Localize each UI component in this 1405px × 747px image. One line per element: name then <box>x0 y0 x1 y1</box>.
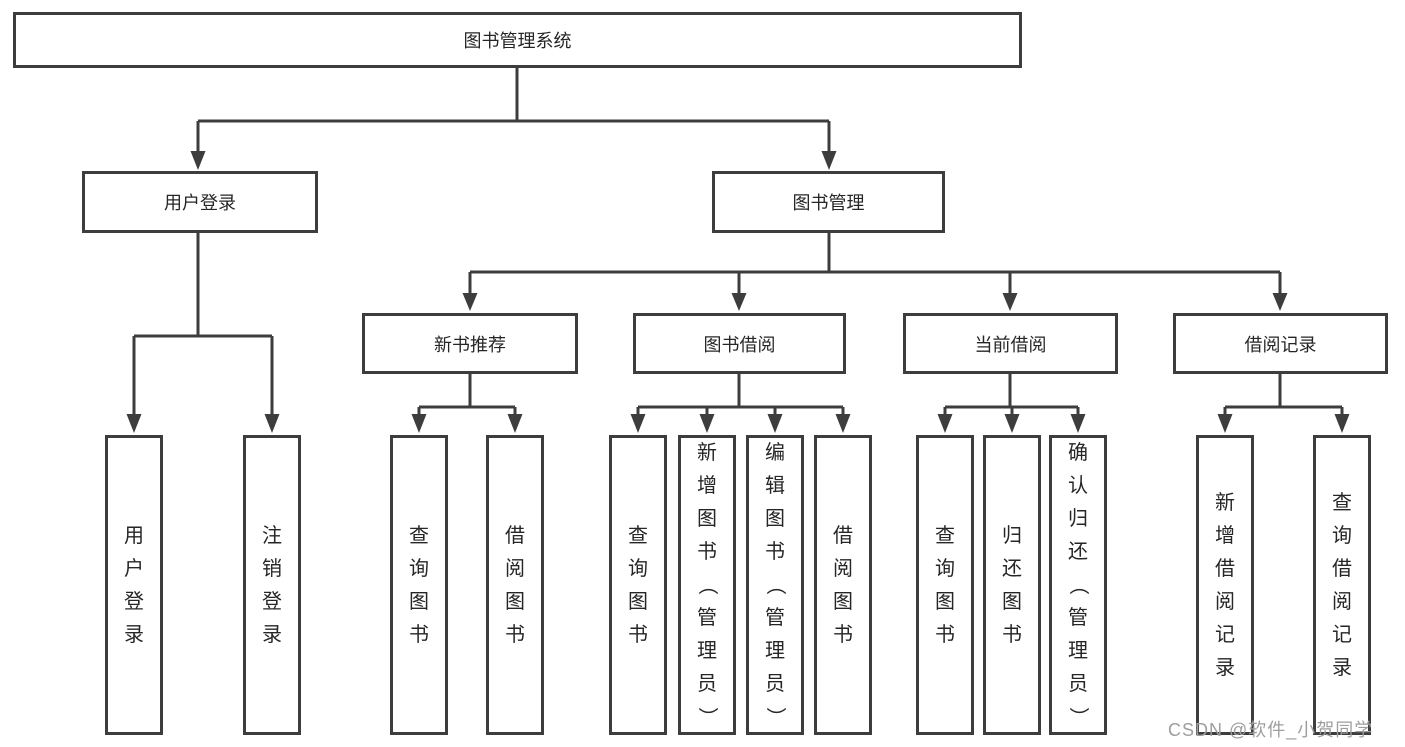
connector-user-login-to-leaves <box>132 233 274 415</box>
node-leaf-confirm-return-admin: 确认归还（管理员） <box>1049 435 1107 735</box>
connector-current-borrow-to-leaves <box>943 374 1080 415</box>
arrowhead <box>767 414 783 433</box>
arrowhead <box>1217 414 1233 433</box>
node-leaf-edit-books-admin: 编辑图书（管理员） <box>746 435 804 735</box>
arrowhead <box>835 414 851 433</box>
node-library-management-system: 图书管理系统 <box>13 12 1022 68</box>
arrowhead <box>731 293 747 311</box>
arrowhead <box>1272 293 1288 311</box>
connector-borrow-records-to-leaves <box>1223 374 1344 415</box>
node-book-borrow: 图书借阅 <box>633 313 846 374</box>
arrowhead <box>411 414 427 433</box>
node-borrow-records: 借阅记录 <box>1173 313 1388 374</box>
arrowhead <box>190 151 206 170</box>
node-leaf-query-books-2: 查询图书 <box>609 435 667 735</box>
arrowhead <box>264 414 280 433</box>
node-leaf-return-books: 归还图书 <box>983 435 1041 735</box>
arrowhead <box>462 293 478 311</box>
node-leaf-user-login: 用户登录 <box>105 435 163 735</box>
arrowhead <box>699 414 715 433</box>
connector-new-book-to-leaves <box>417 374 517 415</box>
connector-book-borrow-to-leaves <box>636 374 845 415</box>
node-user-login: 用户登录 <box>82 171 318 233</box>
arrowhead <box>1070 414 1086 433</box>
arrowhead <box>1002 293 1018 311</box>
node-leaf-add-books-admin: 新增图书（管理员） <box>678 435 736 735</box>
arrowhead <box>937 414 953 433</box>
node-current-borrow: 当前借阅 <box>903 313 1118 374</box>
node-leaf-borrow-books-1: 借阅图书 <box>486 435 544 735</box>
arrowhead <box>1334 414 1350 433</box>
arrowhead <box>821 151 837 170</box>
connector-book-mgmt-to-level3 <box>468 233 1282 294</box>
node-leaf-borrow-books-2: 借阅图书 <box>814 435 872 735</box>
arrowhead <box>126 414 142 433</box>
node-new-book-recommend: 新书推荐 <box>362 313 578 374</box>
node-leaf-query-borrow-record: 查询借阅记录 <box>1313 435 1371 735</box>
node-leaf-logout: 注销登录 <box>243 435 301 735</box>
arrowhead <box>507 414 523 433</box>
node-leaf-query-books-3: 查询图书 <box>916 435 974 735</box>
arrowhead <box>630 414 646 433</box>
node-leaf-add-borrow-record: 新增借阅记录 <box>1196 435 1254 735</box>
node-leaf-query-books-1: 查询图书 <box>390 435 448 735</box>
arrowhead <box>1004 414 1020 433</box>
csdn-watermark: CSDN @软件_小贺同学 <box>1168 720 1374 740</box>
connector-root-to-level2 <box>196 67 831 152</box>
node-book-management: 图书管理 <box>712 171 945 233</box>
